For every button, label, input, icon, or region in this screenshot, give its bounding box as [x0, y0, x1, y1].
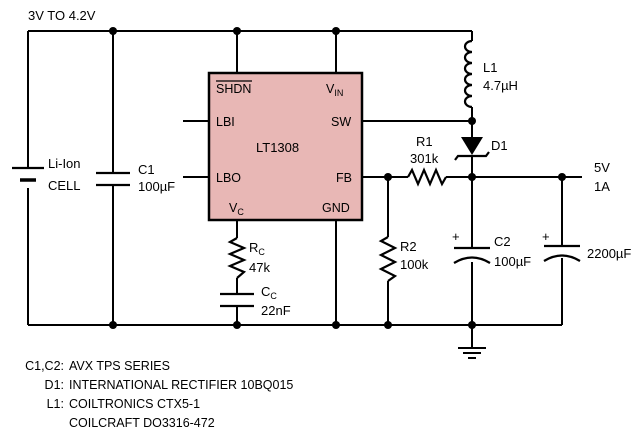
capacitor-c3: + 2200µF: [542, 229, 631, 262]
note-text-1: AVX TPS SERIES: [69, 359, 170, 373]
junction-dot: [233, 321, 241, 329]
ic-body: [207, 71, 364, 222]
junction-dot: [384, 173, 392, 181]
inductor-l1: L1 4.7µH: [463, 39, 518, 109]
r2-value: 100k: [400, 257, 429, 272]
junction-dot: [468, 173, 476, 181]
ic-part-label: LT1308: [256, 140, 299, 155]
c2-value: 100µF: [494, 254, 531, 269]
d1-triangle: [461, 137, 483, 155]
junction-dot: [558, 173, 566, 181]
c3-polarity: +: [542, 229, 550, 244]
pin-vc: VC: [229, 201, 244, 217]
c2-name: C2: [494, 234, 511, 249]
c3-value: 2200µF: [587, 246, 631, 261]
cc-value: 22nF: [261, 303, 291, 318]
rc-name: RC: [249, 240, 265, 257]
r1-name: R1: [416, 134, 433, 149]
r1-value: 301k: [410, 151, 439, 166]
junction-dot: [468, 117, 476, 125]
pin-shdn: SHDN: [216, 82, 251, 96]
battery-label-1: Li-Ion: [48, 156, 81, 171]
component-notes: C1,C2: AVX TPS SERIES D1: INTERNATIONAL …: [25, 359, 293, 430]
l1-coil: [463, 39, 473, 109]
rc-value: 47k: [249, 260, 270, 275]
output-current: 1A: [594, 179, 610, 194]
resistor-r1: R1 301k: [407, 134, 447, 187]
resistor-r2: R2 100k: [378, 236, 429, 282]
junction-dot: [332, 27, 340, 35]
cc-name: CC: [261, 284, 277, 301]
l1-value: 4.7µH: [483, 78, 518, 93]
capacitor-c2: + C2 100µF: [452, 229, 531, 269]
note-refs-3: L1:: [47, 397, 64, 411]
battery-label-2: CELL: [48, 178, 81, 193]
ground-symbol: [458, 347, 486, 359]
junction-dot: [384, 321, 392, 329]
battery-symbol: Li-Ion CELL: [12, 156, 81, 193]
pin-gnd: GND: [322, 201, 350, 215]
output-voltage: 5V: [594, 160, 610, 175]
rc-zigzag: [227, 237, 247, 279]
diode-d1: D1: [454, 137, 508, 161]
note-text-2: INTERNATIONAL RECTIFIER 10BQ015: [69, 378, 293, 392]
d1-cathode-bar: [454, 151, 490, 161]
pin-lbo: LBO: [216, 171, 241, 185]
junction-dot: [332, 321, 340, 329]
pin-sw: SW: [331, 115, 351, 129]
c1-name: C1: [138, 162, 155, 177]
capacitor-cc: CC 22nF: [220, 284, 291, 318]
pin-fb: FB: [336, 171, 352, 185]
note-text-3: COILTRONICS CTX5-1: [69, 397, 200, 411]
junction-dot: [109, 321, 117, 329]
r2-zigzag: [378, 236, 398, 282]
pin-lbi: LBI: [216, 115, 235, 129]
junction-dot: [468, 321, 476, 329]
capacitor-c1: C1 100µF: [96, 162, 175, 194]
d1-name: D1: [491, 138, 508, 153]
c2-polarity: +: [452, 229, 460, 244]
l1-name: L1: [483, 60, 497, 75]
junction-dot: [233, 27, 241, 35]
ic-lt1308: LT1308 SHDN VIN LBI SW LBO FB VC GND: [207, 71, 364, 222]
c1-value: 100µF: [138, 179, 175, 194]
resistor-rc: RC 47k: [227, 237, 270, 279]
supply-label: 3V TO 4.2V: [28, 8, 96, 23]
r2-name: R2: [400, 239, 417, 254]
r1-zigzag: [407, 167, 447, 187]
c2-plate-curved: [453, 256, 491, 264]
note-refs-1: C1,C2:: [25, 359, 64, 373]
note-refs-2: D1:: [45, 378, 64, 392]
junction-dot: [109, 27, 117, 35]
pin-vin: VIN: [326, 82, 343, 98]
note-text-4: COILCRAFT DO3316-472: [69, 416, 215, 430]
junctions: [109, 27, 566, 329]
c3-plate-curved: [543, 254, 581, 262]
